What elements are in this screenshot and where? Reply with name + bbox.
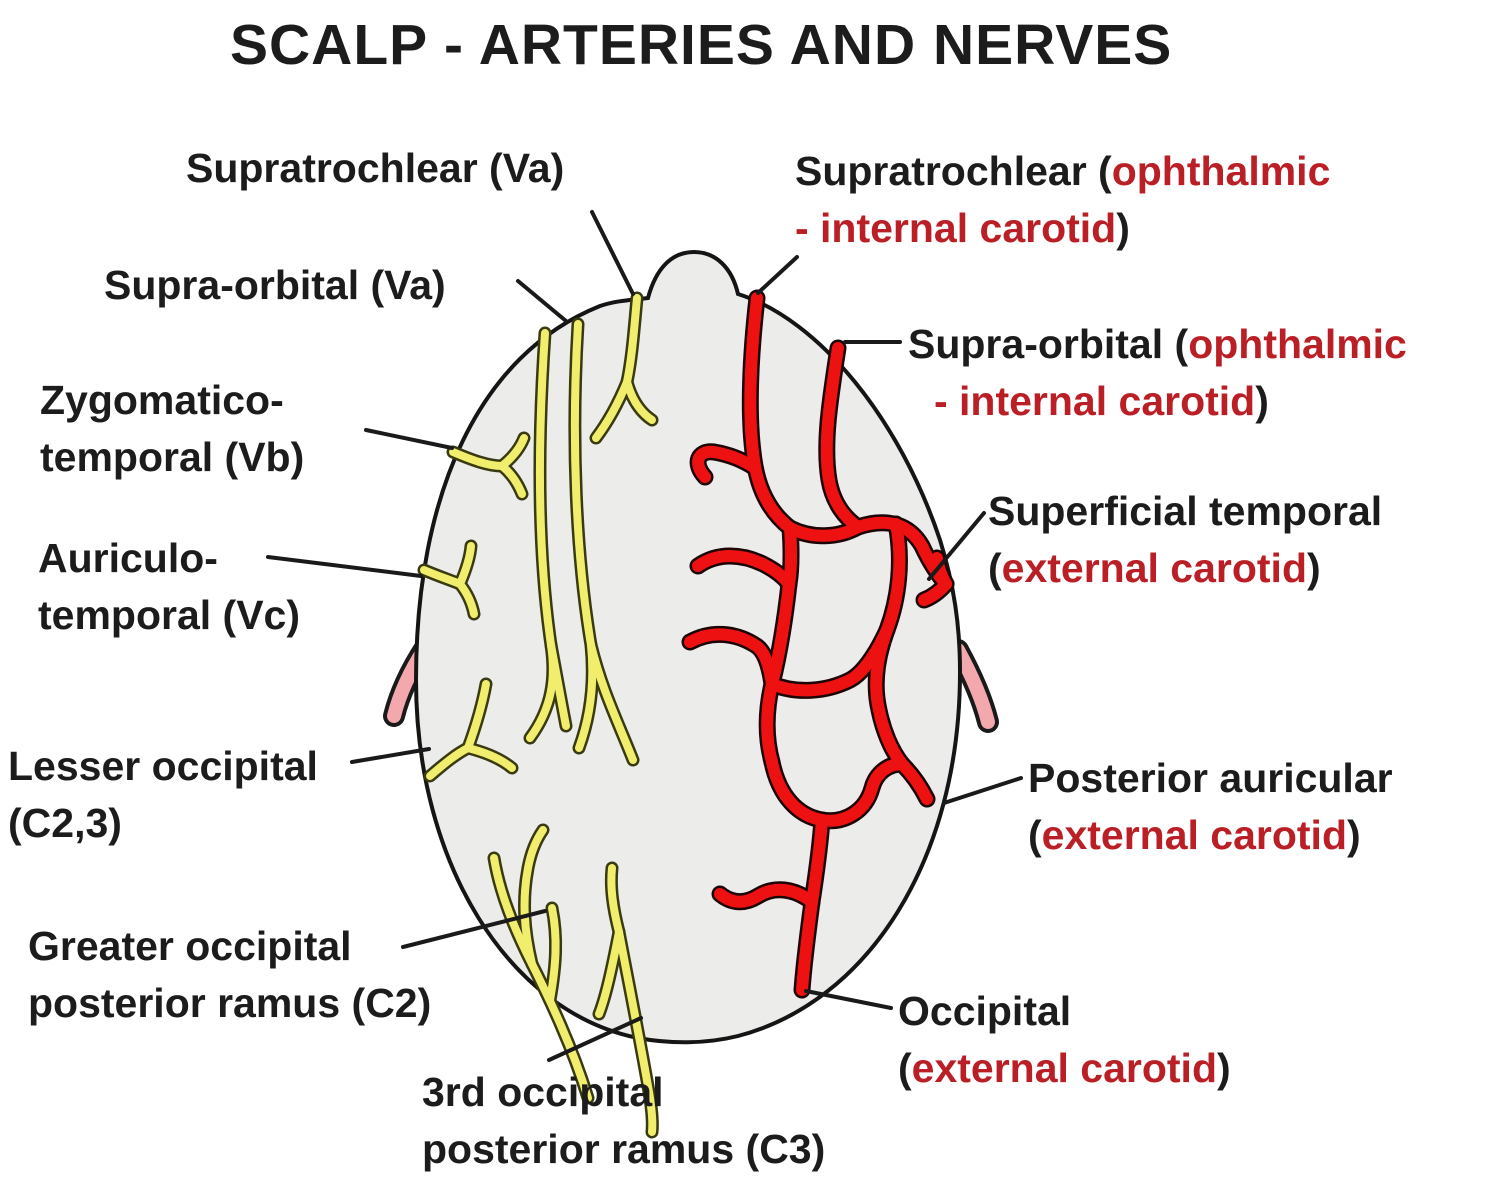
label-line: Zygomatico- xyxy=(40,377,284,423)
label-line: temporal (Vc) xyxy=(38,592,300,638)
label-text: ) xyxy=(1347,812,1361,858)
label-line: (external carotid) xyxy=(1028,807,1393,864)
label-text: ) xyxy=(1307,545,1321,591)
label-third-occipital-nerve: 3rd occipital posterior ramus (C3) xyxy=(422,1064,825,1178)
label-text: Occipital xyxy=(898,988,1072,1034)
label-text-red: external carotid xyxy=(1041,812,1347,858)
label-superficial-temporal-artery: Superficial temporal (external carotid) xyxy=(988,483,1382,597)
label-text-red: ophthalmic xyxy=(1111,148,1331,194)
label-text-red: - internal carotid xyxy=(795,205,1117,251)
label-text: ) xyxy=(1255,378,1269,424)
label-line: Greater occipital xyxy=(28,923,352,969)
label-text: Supratrochlear (Va) xyxy=(186,145,565,191)
label-line: (external carotid) xyxy=(898,1040,1231,1097)
label-line: Posterior auricular xyxy=(1028,750,1393,807)
leader-lesser-occipital-nerve xyxy=(350,747,431,764)
label-line: - internal carotid) xyxy=(908,373,1407,430)
label-zygomaticotemporal-nerve: Zygomatico- temporal (Vb) xyxy=(40,372,304,486)
label-text: ( xyxy=(988,545,1002,591)
leader-lines xyxy=(266,210,1023,1062)
leader-superficial-temporal-artery xyxy=(927,511,986,581)
label-text: ( xyxy=(898,1045,912,1091)
leader-occipital-artery xyxy=(804,989,893,1010)
leader-supratrochlear-nerve xyxy=(590,210,635,296)
label-occipital-artery: Occipital (external carotid) xyxy=(898,983,1231,1097)
leader-zygomaticotemporal-nerve xyxy=(364,428,454,450)
label-line: Lesser occipital xyxy=(8,743,318,789)
leader-supraorbital-nerve xyxy=(516,279,568,323)
label-line: - internal carotid) xyxy=(795,200,1330,257)
label-text: Superficial temporal xyxy=(988,488,1383,534)
label-text-red: - internal carotid xyxy=(934,378,1256,424)
label-line: Supratrochlear (ophthalmic xyxy=(795,143,1330,200)
label-supraorbital-nerve: Supra-orbital (Va) xyxy=(104,257,446,314)
label-text: Supra-orbital ( xyxy=(908,321,1189,367)
label-greater-occipital-nerve: Greater occipital posterior ramus (C2) xyxy=(28,918,431,1032)
label-line: Superficial temporal xyxy=(988,483,1382,540)
label-text-red: external carotid xyxy=(911,1045,1217,1091)
label-line: posterior ramus (C3) xyxy=(422,1126,826,1172)
label-text: ) xyxy=(1217,1045,1231,1091)
label-text-red: ophthalmic xyxy=(1188,321,1407,367)
label-line: posterior ramus (C2) xyxy=(28,980,432,1026)
label-text: ) xyxy=(1116,205,1130,251)
label-line: (external carotid) xyxy=(988,540,1382,597)
label-supraorbital-artery: Supra-orbital (ophthalmic - internal car… xyxy=(908,316,1407,430)
label-line: Auriculo- xyxy=(38,535,218,581)
leader-third-occipital-nerve xyxy=(547,1016,643,1062)
leader-supratrochlear-artery xyxy=(756,255,799,295)
label-text: ( xyxy=(1028,812,1042,858)
label-auriculotemporal-nerve: Auriculo- temporal (Vc) xyxy=(38,530,300,644)
label-text: Supra-orbital (Va) xyxy=(104,262,446,308)
leader-posterior-auricular-artery xyxy=(942,776,1023,805)
label-lesser-occipital-nerve: Lesser occipital (C2,3) xyxy=(8,738,318,852)
leader-auriculotemporal-nerve xyxy=(266,555,423,578)
right-ear xyxy=(947,639,999,733)
label-text: Posterior auricular xyxy=(1028,755,1393,801)
label-posterior-auricular-artery: Posterior auricular (external carotid) xyxy=(1028,750,1393,864)
label-text: Supratrochlear ( xyxy=(795,148,1112,194)
label-supratrochlear-artery: Supratrochlear (ophthalmic - internal ca… xyxy=(795,143,1330,257)
label-line: temporal (Vb) xyxy=(40,434,305,480)
label-line: Occipital xyxy=(898,983,1231,1040)
label-supratrochlear-nerve: Supratrochlear (Va) xyxy=(186,140,564,197)
label-line: Supra-orbital (ophthalmic xyxy=(908,316,1407,373)
label-text-red: external carotid xyxy=(1001,545,1307,591)
label-line: (C2,3) xyxy=(8,800,122,846)
label-line: 3rd occipital xyxy=(422,1069,664,1115)
diagram-title: SCALP - ARTERIES AND NERVES xyxy=(230,13,1173,77)
leader-greater-occipital-nerve xyxy=(401,909,547,949)
